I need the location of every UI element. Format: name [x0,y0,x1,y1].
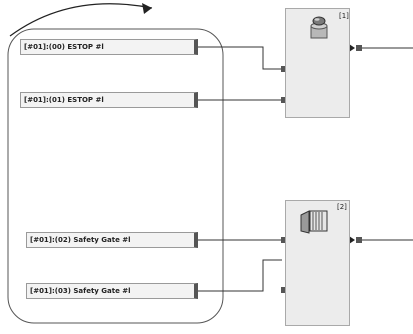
callout-arrow [9,3,153,37]
input-tag-label: [#01]:(00) ESTOP #l [24,43,104,51]
block1-output-arrow [349,44,355,52]
block-number: [1] [339,12,349,20]
block2-output-arrow [349,236,355,244]
input-tag-safety-gate-2[interactable]: [#01]:(02) Safety Gate #l [26,232,198,248]
input-tag-label: [#01]:(02) Safety Gate #l [30,236,131,244]
input-tag-label: [#01]:(01) ESTOP #l [24,96,104,104]
input-tag-label: [#01]:(03) Safety Gate #l [30,287,131,295]
callout-arrowhead [142,3,152,14]
input-tag-estop-0[interactable]: [#01]:(00) ESTOP #l [20,39,198,55]
wire-input-4 [198,259,282,292]
input-group-outline [7,28,224,324]
block-number: [2] [337,203,347,211]
input-tag-safety-gate-3[interactable]: [#01]:(03) Safety Gate #l [26,283,198,299]
function-block-safety-gate[interactable]: [2] [285,200,350,326]
block1-output-pin [356,45,362,51]
function-block-estop[interactable]: [1] [285,8,350,118]
input-tag-estop-1[interactable]: [#01]:(01) ESTOP #l [20,92,198,108]
wire-input-1 [198,46,282,70]
safety-gate-icon [300,210,328,234]
block2-output-pin [356,237,362,243]
estop-pushbutton-icon [310,16,328,39]
